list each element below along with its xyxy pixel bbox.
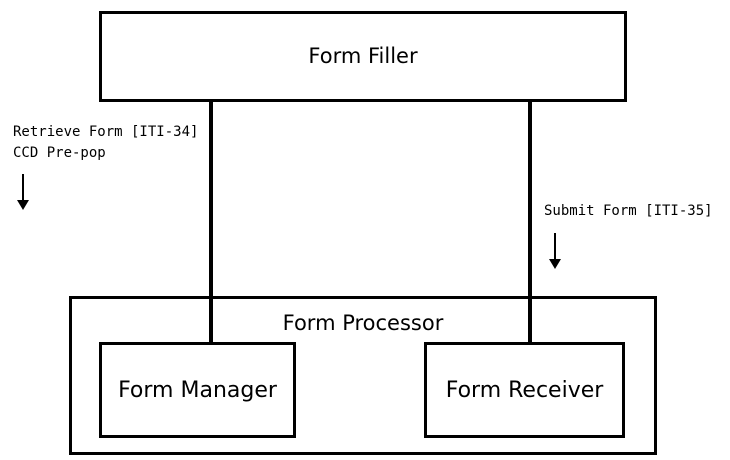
form-filler-label: Form Filler bbox=[308, 44, 418, 68]
retrieve-form-label: Retrieve Form [ITI-34] bbox=[13, 124, 199, 140]
retrieve-form-annotation: Retrieve Form [ITI-34] CCD Pre-pop bbox=[13, 122, 198, 164]
submit-down-arrow-icon bbox=[549, 233, 561, 269]
form-processor-label: Form Processor bbox=[282, 311, 444, 335]
submit-form-label: Submit Form [ITI-35] bbox=[544, 203, 713, 219]
retrieve-down-arrow-icon bbox=[17, 174, 29, 210]
submit-connector-line bbox=[528, 100, 532, 343]
form-receiver-box: Form Receiver bbox=[424, 342, 625, 438]
retrieve-connector-line bbox=[209, 100, 213, 343]
ccd-prepop-label: CCD Pre-pop bbox=[13, 145, 106, 161]
form-processor-box: Form Processor bbox=[69, 296, 657, 455]
form-manager-label: Form Manager bbox=[118, 378, 277, 403]
form-receiver-label: Form Receiver bbox=[445, 378, 604, 403]
form-manager-box: Form Manager bbox=[99, 342, 296, 438]
form-filler-box: Form Filler bbox=[99, 11, 627, 102]
